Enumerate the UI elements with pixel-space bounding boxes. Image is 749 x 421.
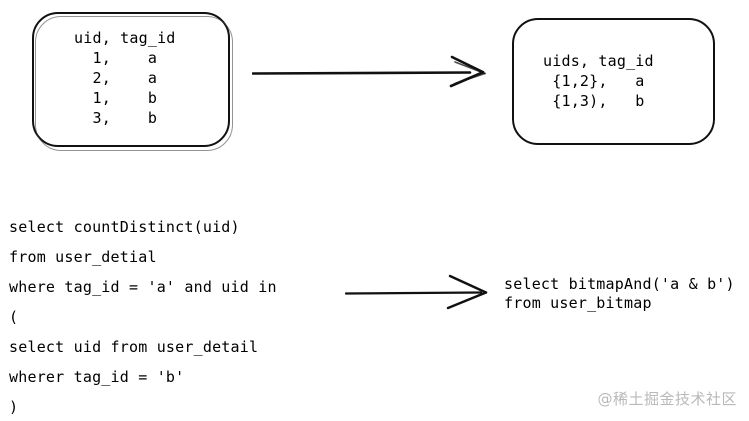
site-watermark: @稀土掘金技术社区 <box>597 390 737 408</box>
transform-arrow-top-icon <box>252 55 486 88</box>
source-table-content: uid, tag_id 1, a 2, a 1, b 3, b <box>74 29 176 127</box>
source-table-box <box>32 12 230 147</box>
aggregated-table-box <box>512 18 715 145</box>
transform-arrow-bottom-icon <box>345 274 488 310</box>
count-distinct-query-text: select countDistinct(uid) from user_deti… <box>9 218 277 416</box>
aggregated-table-content: uids, tag_id {1,2}, a {1,3), b <box>543 52 654 110</box>
bitmap-query-text: select bitmapAnd('a & b') from user_bitm… <box>504 275 735 312</box>
